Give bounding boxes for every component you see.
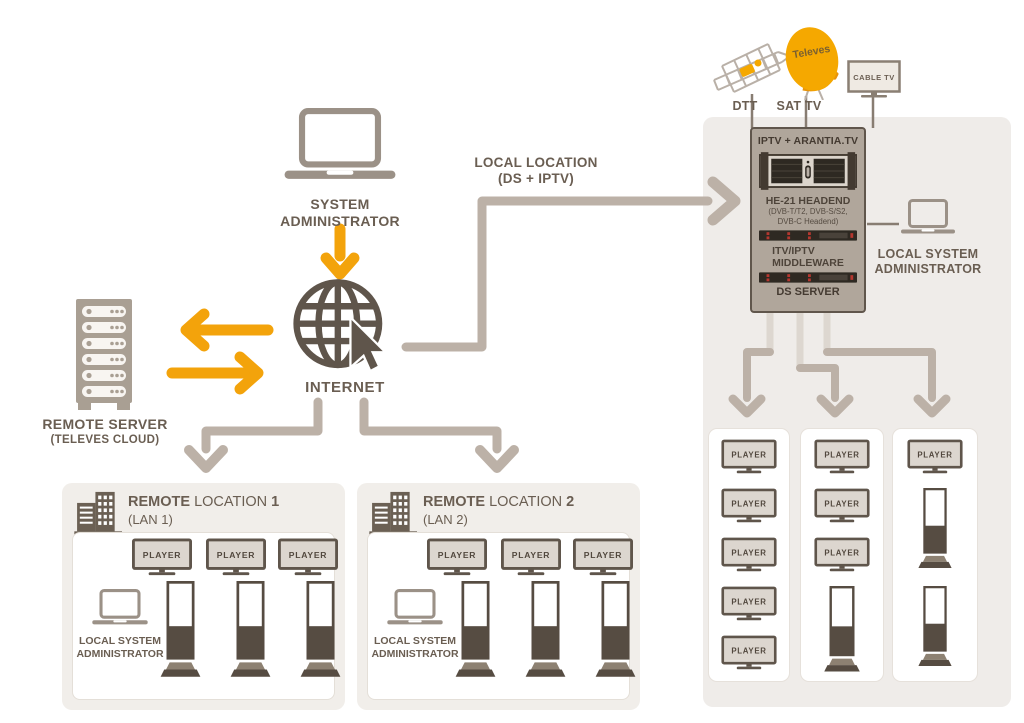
svg-text:PLAYER: PLAYER <box>143 550 182 560</box>
svg-text:CABLE TV: CABLE TV <box>853 73 895 82</box>
location-title: REMOTE LOCATION 2 (LAN 2) <box>423 494 575 527</box>
kiosk-totem-icon <box>595 581 636 677</box>
svg-text:PLAYER: PLAYER <box>512 550 551 560</box>
local-admin-label: LOCAL SYSTEM ADMINISTRATOR <box>76 635 164 661</box>
ds-server-icon <box>759 272 857 284</box>
remote-location-1: REMOTE LOCATION 1 (LAN 1) PLAYER PLAYER … <box>62 483 345 710</box>
building-icon <box>369 491 417 535</box>
arrowhead-down-icon <box>475 445 519 473</box>
headend-title: IPTV + ARANTIA.TV <box>757 135 859 147</box>
player-column-2: PLAYER PLAYER PLAYER <box>800 428 884 682</box>
svg-text:PLAYER: PLAYER <box>731 500 766 509</box>
svg-text:PLAYER: PLAYER <box>438 550 477 560</box>
kiosk-totem-icon <box>230 581 271 677</box>
player-tv-icon: PLAYER <box>721 537 777 572</box>
sat-tv-label: SAT TV <box>776 99 822 113</box>
player-tv-icon: PLAYER <box>814 439 870 474</box>
local-location-label: LOCAL LOCATION (DS + IPTV) <box>474 155 598 187</box>
internet-to-loc2-line <box>359 397 502 454</box>
system-admin-label: SYSTEM ADMINISTRATOR <box>280 196 400 230</box>
laptop-icon <box>284 108 396 179</box>
arrowhead-down-icon <box>184 445 228 473</box>
svg-text:PLAYER: PLAYER <box>824 549 859 558</box>
remote-location-2: REMOTE LOCATION 2 (LAN 2) PLAYER PLAYER … <box>357 483 640 710</box>
svg-text:PLAYER: PLAYER <box>824 500 859 509</box>
kiosk-totem-icon <box>300 581 341 677</box>
lan-area: PLAYER PLAYER PLAYER <box>72 532 341 700</box>
dtt-label: DTT <box>732 99 758 113</box>
middleware-server-icon <box>759 230 857 241</box>
player-tv-icon: PLAYER <box>721 488 777 523</box>
kiosk-totem-icon <box>455 581 496 677</box>
internet-to-loc1-line <box>201 397 323 454</box>
arrowhead-left-icon <box>180 308 210 352</box>
player-tv-icon: PLAYER <box>814 488 870 523</box>
player-tv-icon: PLAYER <box>501 538 561 576</box>
remote-server-icon <box>76 299 132 410</box>
player-tv-icon: PLAYER <box>278 538 338 576</box>
local-admin-label: LOCAL SYSTEM ADMINISTRATOR <box>874 247 982 277</box>
svg-text:PLAYER: PLAYER <box>917 451 952 460</box>
laptop-icon <box>387 589 443 625</box>
cable-tv-icon: CABLE TV <box>847 60 901 98</box>
kiosk-totem-icon <box>918 488 952 568</box>
laptop-icon <box>901 199 955 234</box>
svg-text:PLAYER: PLAYER <box>731 647 766 656</box>
player-tv-icon: PLAYER <box>573 538 633 576</box>
kiosk-totem-icon <box>824 586 860 672</box>
player-column-1: PLAYER PLAYER PLAYER PLAYER PLAYER <box>708 428 790 682</box>
player-tv-icon: PLAYER <box>721 586 777 621</box>
lan-area: PLAYER PLAYER PLAYER <box>367 532 636 700</box>
internet-label: INTERNET <box>305 379 385 396</box>
sat-dish-icon: Televes <box>785 27 839 100</box>
dtt-antenna-icon <box>713 43 793 93</box>
svg-text:PLAYER: PLAYER <box>731 451 766 460</box>
arrowhead-right-icon <box>234 351 264 395</box>
headend-box: IPTV + ARANTIA.TV HE-21 HEADEND (DVB-T/T… <box>750 127 866 313</box>
kiosk-totem-icon <box>918 586 952 666</box>
location-title: REMOTE LOCATION 1 (LAN 1) <box>128 494 280 527</box>
kiosk-totem-icon <box>160 581 201 677</box>
cursor-icon <box>349 314 389 373</box>
internet-globe-icon <box>293 279 389 373</box>
kiosk-totem-icon <box>525 581 566 677</box>
remote-server-label: REMOTE SERVER (TELEVES CLOUD) <box>42 416 168 447</box>
svg-text:PLAYER: PLAYER <box>731 549 766 558</box>
arrowhead-down-icon <box>320 252 360 280</box>
svg-text:PLAYER: PLAYER <box>289 550 328 560</box>
svg-text:PLAYER: PLAYER <box>584 550 623 560</box>
svg-text:PLAYER: PLAYER <box>824 451 859 460</box>
middleware-label: ITV/IPTV MIDDLEWARE <box>772 245 844 270</box>
player-tv-icon: PLAYER <box>721 635 777 670</box>
internet-to-headend-line <box>401 196 713 352</box>
player-column-3: PLAYER <box>892 428 978 682</box>
svg-text:PLAYER: PLAYER <box>217 550 256 560</box>
building-icon <box>74 491 122 535</box>
laptop-icon <box>92 589 148 625</box>
player-tv-icon: PLAYER <box>206 538 266 576</box>
he21-label: HE-21 HEADEND <box>765 195 851 207</box>
player-tv-icon: PLAYER <box>132 538 192 576</box>
player-tv-icon: PLAYER <box>427 538 487 576</box>
player-tv-icon: PLAYER <box>814 537 870 572</box>
player-tv-icon: PLAYER <box>721 439 777 474</box>
he21-sublabel: (DVB-T/T2, DVB-S/S2, DVB-C Headend) <box>768 207 848 227</box>
he21-rack-icon <box>759 152 857 190</box>
ds-server-label: DS SERVER <box>776 286 840 299</box>
player-tv-icon: PLAYER <box>907 439 963 474</box>
svg-text:PLAYER: PLAYER <box>731 598 766 607</box>
local-admin-label: LOCAL SYSTEM ADMINISTRATOR <box>371 635 459 661</box>
